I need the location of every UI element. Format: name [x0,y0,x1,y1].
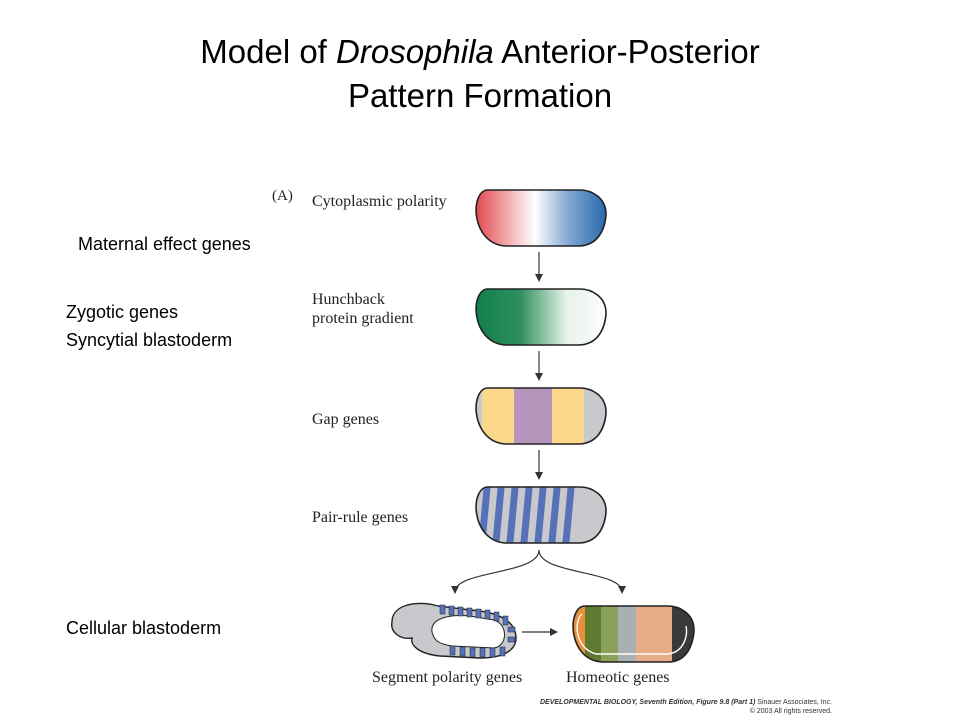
stage-pair-rule-genes: Pair-rule genes [312,509,409,526]
panel-label: (A) [272,188,293,204]
syncytial-blastoderm-label: Syncytial blastoderm [66,330,233,350]
arrow-branch-right [538,549,626,594]
embryo-hunchback-gradient [475,288,607,346]
zygotic-genes-label: Zygotic genes [66,302,179,322]
credit-book: DEVELOPMENTAL BIOLOGY, Seventh Edition, … [539,699,756,706]
stage-segment-polarity-genes: Segment polarity genes [372,669,523,686]
cellular-blastoderm-label: Cellular blastoderm [66,618,222,638]
arrow-branch-left [451,549,540,594]
embryo-segment-polarity [391,602,517,659]
embryo-homeotic-genes [572,605,695,663]
embryo-pair-rule-genes [475,486,607,544]
title-line2: Pattern Formation [347,77,613,114]
credit-publisher: Sinauer Associates, Inc. [757,699,832,706]
stage-gap-genes: Gap genes [312,411,380,428]
title-line1-post: Anterior-Posterior [493,33,760,70]
stage-homeotic-genes: Homeotic genes [566,669,670,686]
credit-copyright: © 2003 All rights reserved. [749,708,832,715]
stage-hunchback-line1: Hunchback [312,291,385,308]
embryo-cytoplasmic-polarity [475,189,607,247]
page-title: Model of Drosophila Anterior-Posterior P… [0,30,960,118]
embryo-gap-genes [475,387,607,445]
title-line1-italic: Drosophila [336,33,494,70]
stage-cytoplasmic-polarity: Cytoplasmic polarity [312,193,447,210]
figure-credit: DEVELOPMENTAL BIOLOGY, Seventh Edition, … [540,698,832,716]
title-line1-pre: Model of [200,33,337,70]
stage-hunchback-line2: protein gradient [312,310,414,327]
maternal-effect-label: Maternal effect genes [78,234,251,254]
